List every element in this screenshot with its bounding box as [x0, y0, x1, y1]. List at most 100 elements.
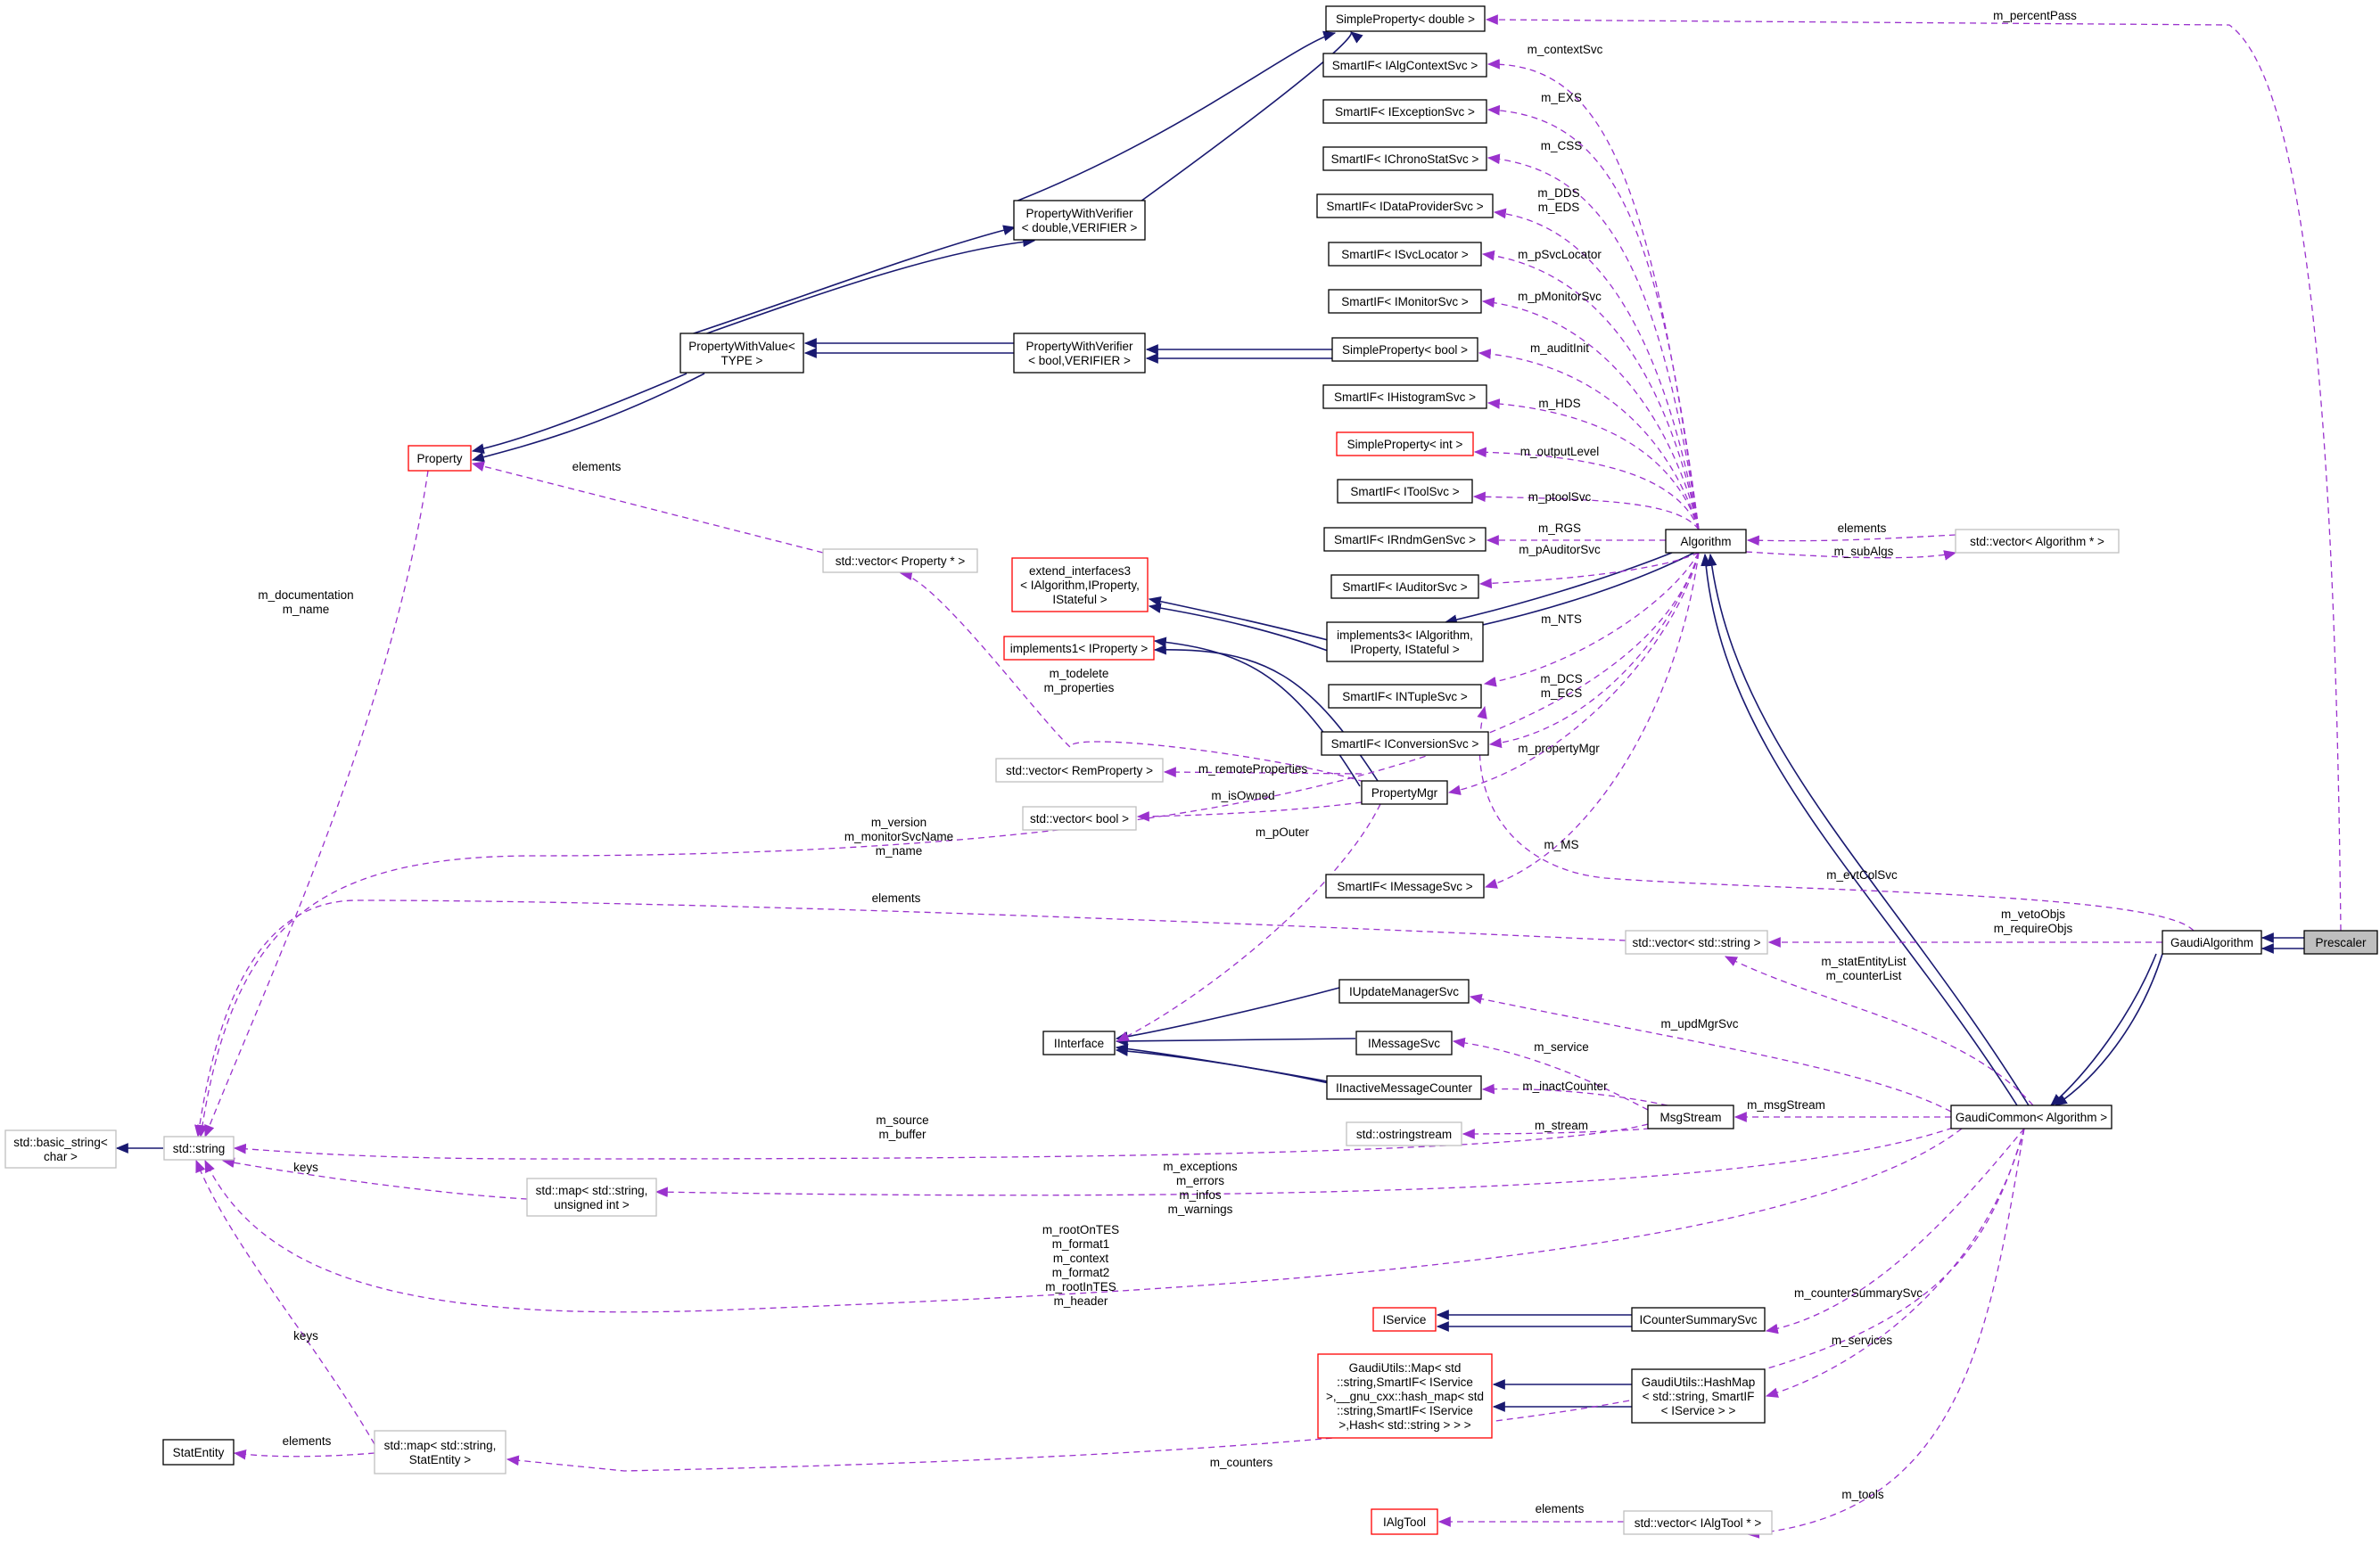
svg-text:m_pSvcLocator: m_pSvcLocator — [1518, 248, 1602, 261]
node-pwv-double[interactable]: PropertyWithVerifier< double,VERIFIER > — [1013, 200, 1146, 241]
usage-edge — [233, 1449, 375, 1460]
svg-text:m_inactCounter: m_inactCounter — [1522, 1080, 1608, 1093]
node-imessagesvc[interactable]: IMessageSvc — [1355, 1031, 1453, 1055]
edge-label-remoteprops: m_remoteProperties — [1198, 762, 1308, 776]
node-ostringstream[interactable]: std::ostringstream — [1346, 1121, 1462, 1146]
node-si-svclocator[interactable]: SmartIF< ISvcLocator > — [1328, 242, 1482, 267]
usage-edge — [204, 1128, 1963, 1313]
node-vec-algtool[interactable]: std::vector< IAlgTool * > — [1623, 1510, 1773, 1535]
node-gu-hashmap[interactable]: GaudiUtils::HashMap< std::string, SmartI… — [1631, 1368, 1766, 1424]
inheritance-edge — [2050, 953, 2157, 1106]
node-prescaler[interactable]: Prescaler — [2303, 930, 2378, 955]
node-label: implements3< IAlgorithm, — [1337, 628, 1473, 642]
edge-label-propertymgr: m_propertyMgr — [1518, 742, 1600, 755]
node-si-histogram[interactable]: SmartIF< IHistogramSvc > — [1322, 384, 1487, 409]
node-gu-map[interactable]: GaudiUtils::Map< std::string,SmartIF< IS… — [1317, 1353, 1493, 1439]
node-si-algcontext[interactable]: SmartIF< IAlgContextSvc > — [1322, 53, 1487, 78]
node-iinterface[interactable]: IInterface — [1042, 1031, 1116, 1055]
edge-label-tools: m_tools — [1841, 1488, 1884, 1501]
node-label: SmartIF< IMessageSvc > — [1337, 880, 1472, 893]
node-iservice[interactable]: IService — [1372, 1307, 1437, 1332]
node-si-dataprovider[interactable]: SmartIF< IDataProviderSvc > — [1316, 193, 1494, 218]
node-vec-property[interactable]: std::vector< Property * > — [822, 548, 978, 573]
node-iupdatemanagersvc[interactable]: IUpdateManagerSvc — [1338, 979, 1470, 1004]
node-std-string[interactable]: std::string — [163, 1136, 235, 1161]
node-vec-algorithm[interactable]: std::vector< Algorithm * > — [1955, 529, 2120, 554]
svg-text:m_stream: m_stream — [1535, 1119, 1588, 1132]
node-si-message[interactable]: SmartIF< IMessageSvc > — [1325, 874, 1485, 899]
node-map-statentity[interactable]: std::map< std::string,StatEntity > — [374, 1430, 506, 1474]
node-label: GaudiCommon< Algorithm > — [1956, 1111, 2107, 1124]
node-si-conversion[interactable]: SmartIF< IConversionSvc > — [1321, 731, 1489, 756]
node-label: MsgStream — [1659, 1111, 1721, 1124]
svg-text:m_EXS: m_EXS — [1541, 91, 1582, 104]
inheritance-edge — [1444, 552, 1673, 625]
usage-edge — [1724, 956, 2034, 1106]
node-pwv-bool[interactable]: PropertyWithVerifier< bool,VERIFIER > — [1013, 333, 1146, 374]
node-gaudicommon[interactable]: GaudiCommon< Algorithm > — [1950, 1105, 2112, 1129]
svg-text:m_HDS: m_HDS — [1538, 397, 1580, 410]
usage-edge — [1745, 550, 1957, 561]
node-si-monitor[interactable]: SmartIF< IMonitorSvc > — [1328, 289, 1482, 314]
usage-edge — [1488, 552, 1700, 749]
usage-edge — [1481, 297, 1700, 530]
node-si-chrono[interactable]: SmartIF< IChronoStatSvc > — [1322, 146, 1487, 171]
node-label: SmartIF< IHistogramSvc > — [1334, 390, 1476, 404]
node-basic-string[interactable]: std::basic_string<char > — [4, 1129, 117, 1169]
node-statentity[interactable]: StatEntity — [162, 1439, 235, 1466]
node-label: SmartIF< IRndmGenSvc > — [1334, 533, 1476, 546]
svg-text:m_name: m_name — [283, 603, 330, 616]
node-label: unsigned int > — [554, 1198, 630, 1211]
node-map-uint[interactable]: std::map< std::string,unsigned int > — [526, 1178, 657, 1217]
svg-text:m_version: m_version — [871, 816, 926, 829]
node-label: std::vector< IAlgTool * > — [1635, 1516, 1762, 1530]
node-pwvalue[interactable]: PropertyWithValue<TYPE > — [679, 333, 804, 374]
node-iinactivemessagecounter[interactable]: IInactiveMessageCounter — [1326, 1075, 1482, 1100]
edge-label-ms: m_MS — [1544, 838, 1578, 851]
node-si-exception[interactable]: SmartIF< IExceptionSvc > — [1322, 99, 1487, 124]
node-label: std::string — [173, 1142, 226, 1155]
edge-label-subalgs: m_subAlgs — [1834, 545, 1894, 558]
node-msgstream[interactable]: MsgStream — [1647, 1105, 1734, 1129]
inheritance-edge — [471, 373, 688, 454]
node-property[interactable]: Property — [408, 445, 472, 472]
node-label: SimpleProperty< double > — [1336, 12, 1475, 26]
node-ialgtool[interactable]: IAlgTool — [1371, 1508, 1438, 1535]
node-label: IUpdateManagerSvc — [1349, 985, 1459, 998]
node-si-ntuple[interactable]: SmartIF< INTupleSvc > — [1328, 684, 1482, 709]
svg-text:m_properties: m_properties — [1044, 681, 1115, 694]
node-si-auditor[interactable]: SmartIF< IAuditorSvc > — [1330, 574, 1479, 599]
svg-text:m_RGS: m_RGS — [1538, 522, 1581, 535]
node-label: Algorithm — [1680, 535, 1731, 548]
node-simple-int[interactable]: SimpleProperty< int > — [1336, 431, 1474, 456]
svg-text:m_ptoolSvc: m_ptoolSvc — [1528, 490, 1592, 504]
node-icountersummarysvc[interactable]: ICounterSummarySvc — [1631, 1307, 1766, 1332]
node-vec-bool[interactable]: std::vector< bool > — [1022, 806, 1137, 831]
node-implements3[interactable]: implements3< IAlgorithm,IProperty, IStat… — [1326, 621, 1484, 662]
svg-text:m_outputLevel: m_outputLevel — [1520, 445, 1600, 458]
node-label: std::vector< std::string > — [1632, 936, 1760, 949]
node-si-rndm[interactable]: SmartIF< IRndmGenSvc > — [1323, 527, 1486, 552]
node-propertymgr[interactable]: PropertyMgr — [1361, 780, 1448, 805]
usage-edge — [1469, 993, 1952, 1113]
node-algorithm[interactable]: Algorithm — [1665, 529, 1747, 554]
edge-label-hds: m_HDS — [1538, 397, 1580, 410]
node-vec-string[interactable]: std::vector< std::string > — [1625, 930, 1768, 955]
node-label: SmartIF< IChronoStatSvc > — [1331, 152, 1479, 166]
svg-text:m_percentPass: m_percentPass — [1993, 9, 2077, 22]
node-label: Property — [416, 452, 462, 465]
node-si-tool[interactable]: SmartIF< IToolSvc > — [1337, 479, 1473, 504]
node-simple-double[interactable]: SimpleProperty< double > — [1325, 5, 1486, 32]
node-gaudialgorithm[interactable]: GaudiAlgorithm — [2162, 930, 2262, 955]
edge-label-msgstream: m_msgStream — [1747, 1098, 1825, 1112]
edge-label-rootontes: m_rootOnTESm_format1m_contextm_format2m_… — [1042, 1223, 1119, 1308]
node-label: < std::string, SmartIF — [1643, 1390, 1755, 1403]
usage-edge — [1746, 534, 1956, 546]
node-simple-bool[interactable]: SimpleProperty< bool > — [1331, 337, 1478, 362]
node-implements1[interactable]: implements1< IProperty > — [1003, 636, 1155, 661]
node-vec-remprop[interactable]: std::vector< RemProperty > — [995, 758, 1164, 783]
usage-edge — [1486, 58, 1700, 530]
node-extend-interfaces3[interactable]: extend_interfaces3< IAlgorithm,IProperty… — [1011, 557, 1149, 612]
usage-edge — [1746, 1128, 2025, 1539]
